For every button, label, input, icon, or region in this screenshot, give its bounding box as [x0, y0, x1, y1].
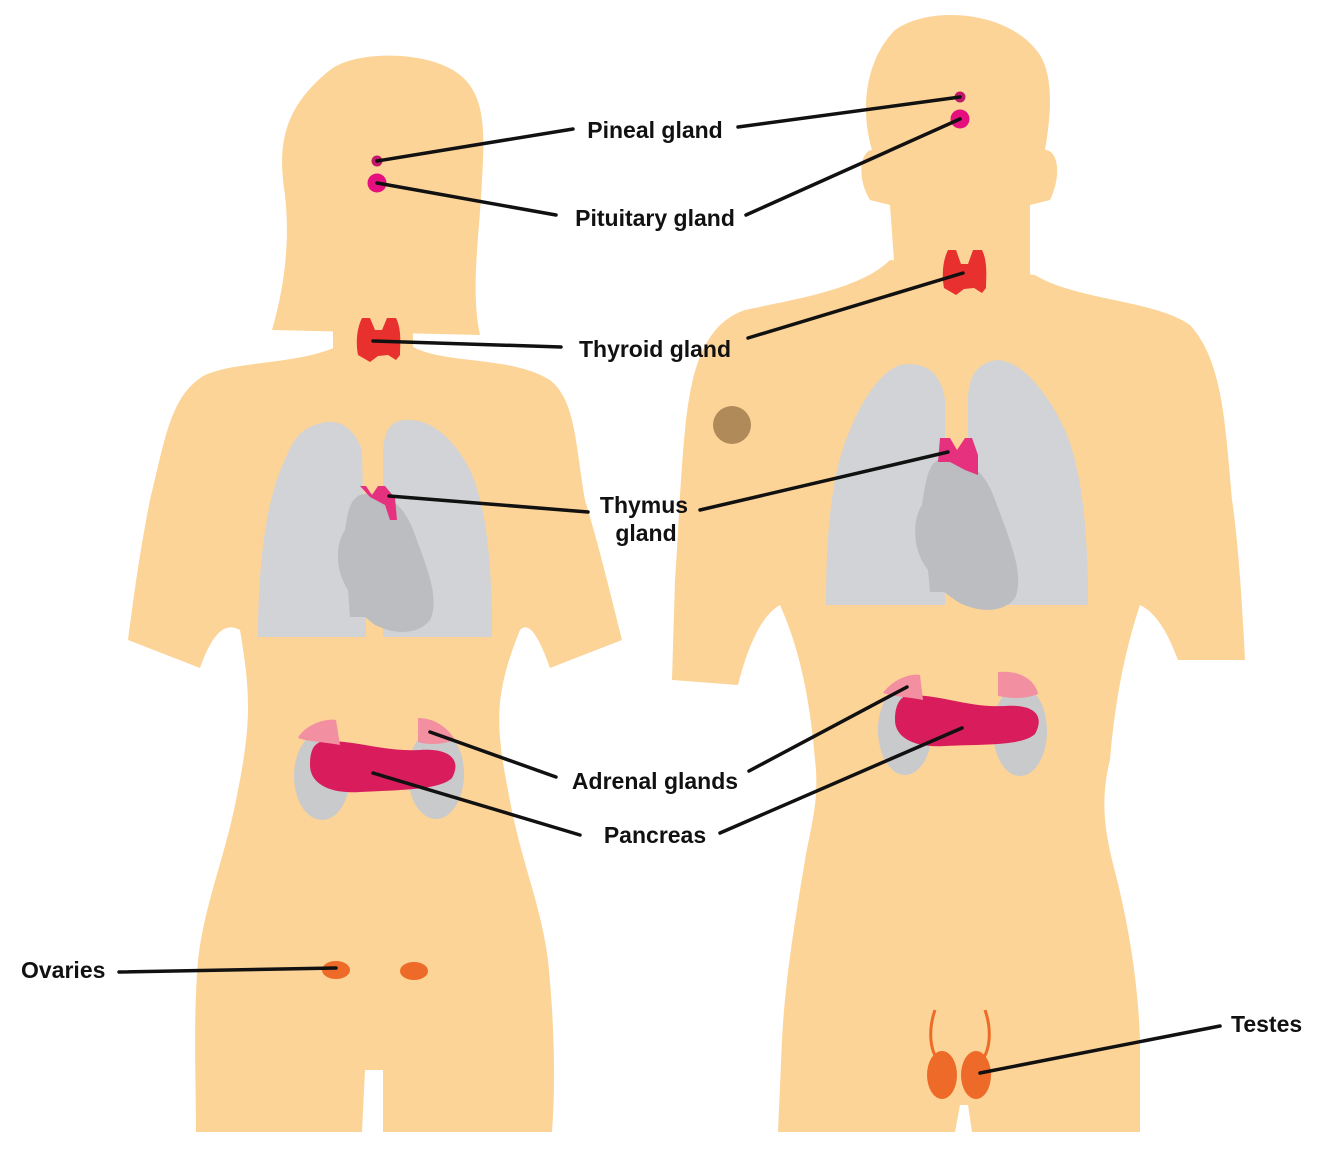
- label-pancreas: Pancreas: [604, 822, 706, 848]
- female-pancreas: [310, 741, 456, 793]
- leader-thyroid-male: [746, 271, 965, 340]
- male-nipple: [713, 406, 751, 444]
- female-ovaries: [322, 961, 428, 980]
- leader-thymus-female: [387, 494, 590, 514]
- male-body-silhouette: [672, 15, 1245, 1132]
- labels: Pineal gland Pituitary gland Thyroid gla…: [21, 117, 1302, 1037]
- female-heart: [337, 493, 434, 632]
- male-figure: [672, 15, 1245, 1132]
- female-thymus: [360, 486, 397, 520]
- label-pineal-gland: Pineal gland: [587, 117, 722, 143]
- male-thymus: [938, 438, 978, 475]
- label-thyroid-gland: Thyroid gland: [579, 336, 731, 362]
- female-body-silhouette: [128, 55, 622, 1132]
- leader-pituitary-female: [375, 181, 558, 217]
- leader-adrenal-female: [428, 730, 558, 779]
- label-pituitary-gland: Pituitary gland: [575, 205, 735, 231]
- label-ovaries: Ovaries: [21, 957, 105, 983]
- leader-pineal-male: [736, 95, 962, 129]
- label-adrenal-glands: Adrenal glands: [572, 768, 738, 794]
- leader-adrenal-male: [747, 685, 909, 773]
- leader-thyroid-female: [371, 339, 563, 349]
- male-testes: [927, 1009, 991, 1099]
- leader-testes: [978, 1024, 1222, 1075]
- leader-pituitary-male: [744, 117, 962, 217]
- leader-lines: [117, 95, 1222, 1075]
- leader-pineal-female: [375, 127, 575, 163]
- label-testes: Testes: [1231, 1011, 1302, 1037]
- label-thymus-gland-line1: Thymus: [600, 492, 688, 518]
- female-figure: [128, 55, 622, 1132]
- label-thymus-gland-line2: gland: [615, 520, 676, 546]
- male-heart: [915, 459, 1019, 610]
- leader-pancreas-male: [718, 726, 964, 835]
- leader-thymus-male: [698, 450, 950, 512]
- male-pancreas: [895, 695, 1039, 747]
- leader-pancreas-female: [371, 771, 582, 837]
- leader-ovaries: [117, 966, 338, 974]
